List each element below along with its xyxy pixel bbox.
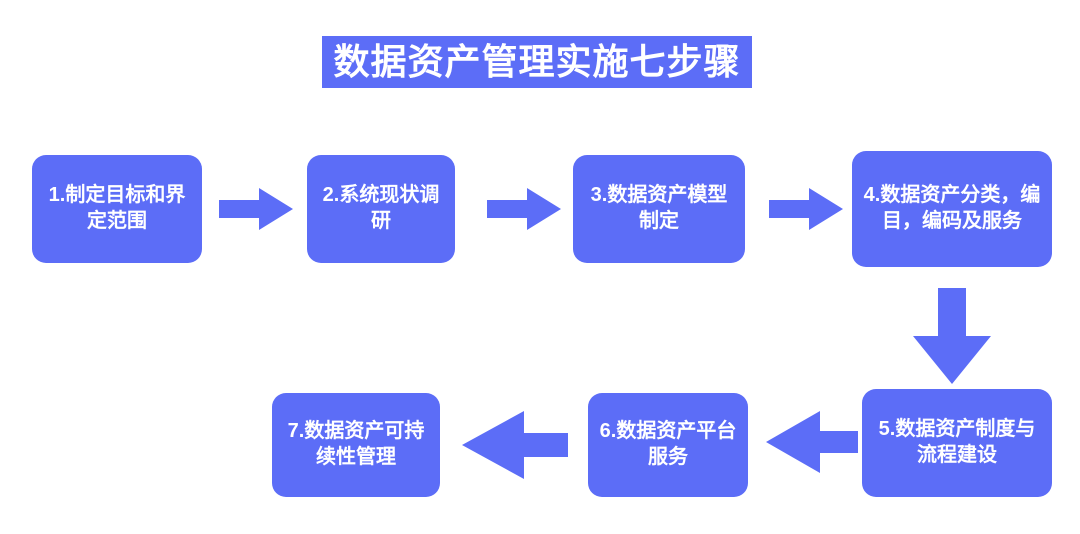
step-box-7-label: 7.数据资产可持续性管理: [287, 420, 425, 468]
arrow-right-step2-to-step3: [487, 188, 561, 230]
step-box-5[interactable]: 5.数据资产制度与流程建设: [862, 389, 1052, 497]
step-box-6-label: 6.数据资产平台服务: [599, 420, 737, 468]
step-box-1[interactable]: 1.制定目标和界定范围: [32, 155, 202, 263]
step-box-4[interactable]: 4.数据资产分类，编目，编码及服务: [852, 151, 1052, 267]
arrow-left-step5-to-step6: [766, 411, 858, 473]
arrow-down-step4-to-step5: [913, 288, 991, 384]
step-box-2[interactable]: 2.系统现状调研: [307, 155, 455, 263]
step-box-3-label: 3.数据资产模型制定: [590, 184, 728, 232]
step-box-4-label: 4.数据资产分类，编目，编码及服务: [863, 184, 1041, 232]
step-box-3[interactable]: 3.数据资产模型制定: [573, 155, 745, 263]
step-box-6[interactable]: 6.数据资产平台服务: [588, 393, 748, 497]
step-box-2-label: 2.系统现状调研: [322, 184, 440, 232]
arrow-right-step3-to-step4: [769, 188, 843, 230]
step-box-5-label: 5.数据资产制度与流程建设: [878, 418, 1036, 466]
page-title: 数据资产管理实施七步骤: [333, 41, 741, 82]
arrow-left-step6-to-step7: [462, 411, 568, 479]
step-box-1-label: 1.制定目标和界定范围: [48, 184, 186, 232]
diagram-title-banner: 数据资产管理实施七步骤: [322, 36, 752, 88]
step-box-7[interactable]: 7.数据资产可持续性管理: [272, 393, 440, 497]
arrow-right-step1-to-step2: [219, 188, 293, 230]
